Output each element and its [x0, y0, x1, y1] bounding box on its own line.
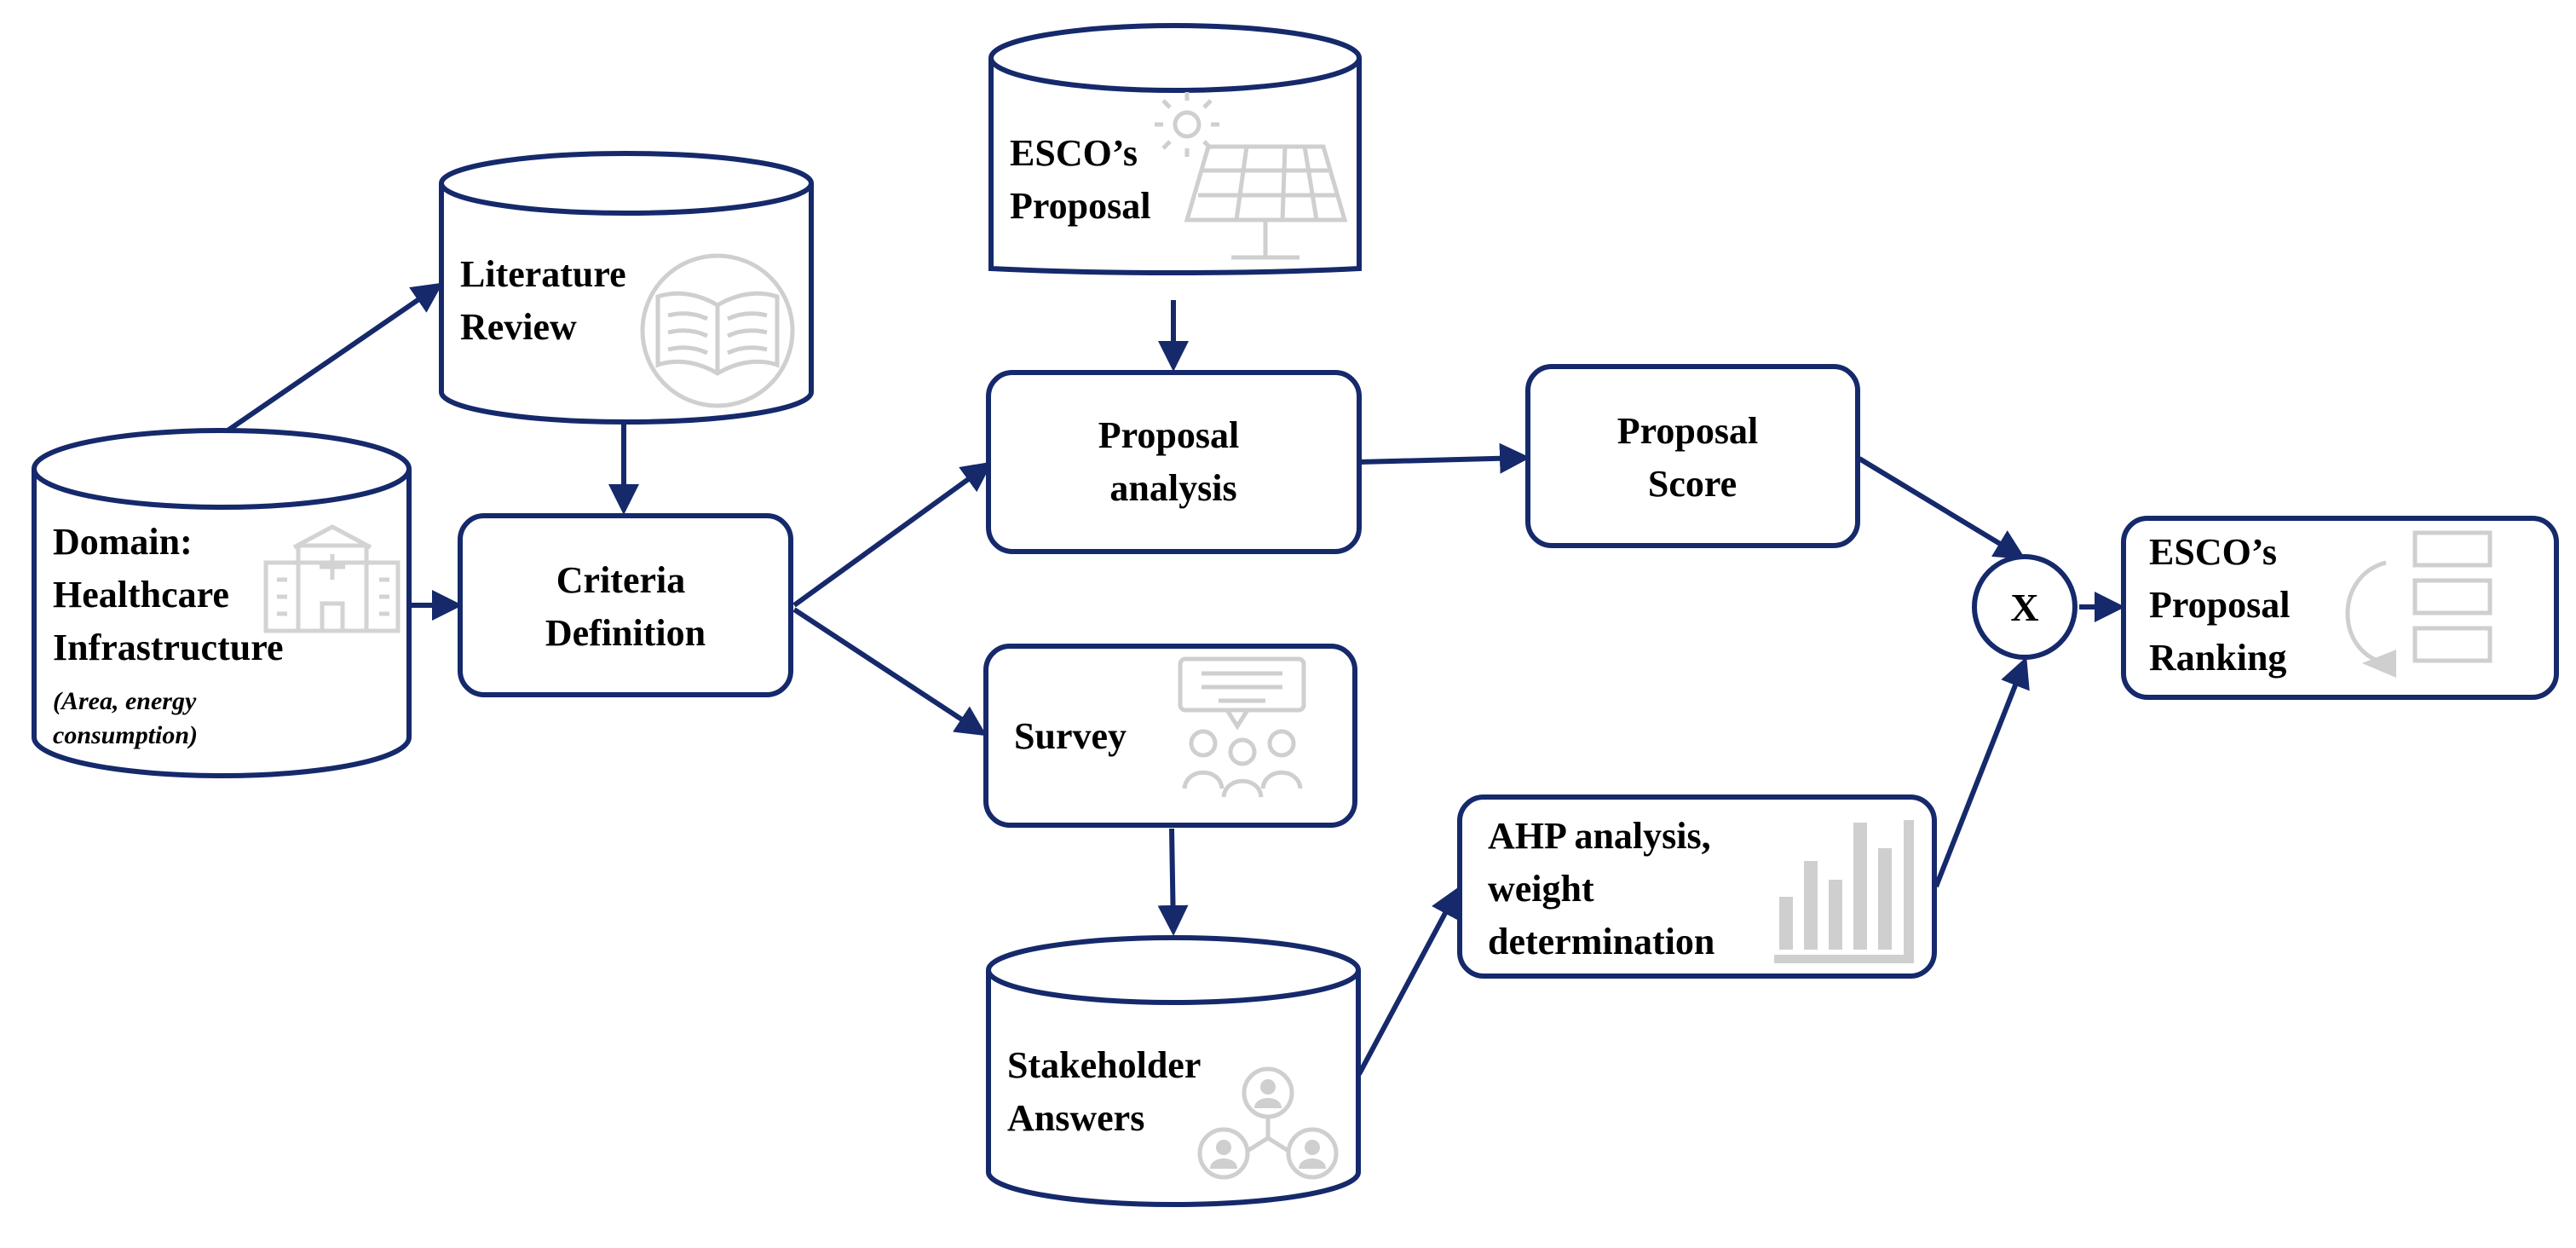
domain-node: Domain: Healthcare Infrastructure (Area,…	[32, 428, 412, 778]
edge-criteria-to-analysis	[792, 461, 993, 608]
edge-domain-to-literature	[220, 282, 443, 437]
book-icon	[640, 253, 795, 408]
edge-score-to-multiply	[1858, 456, 2026, 560]
proposal-analysis-node: Proposal analysis	[986, 370, 1362, 554]
stakeholder-answers-node: Stakeholder Answers	[986, 935, 1361, 1207]
criteria-definition-node: Criteria Definition	[458, 513, 793, 697]
hospital-icon	[263, 524, 401, 633]
solar-panel-icon	[1155, 92, 1348, 260]
ahp-analysis-label: AHP analysis, weight determination	[1488, 815, 1720, 962]
proposal-score-node: Proposal Score	[1525, 364, 1860, 548]
esco-proposal-label: ESCO’s Proposal	[1010, 132, 1150, 227]
survey-group-icon	[1178, 656, 1306, 798]
stakeholder-network-icon	[1197, 1066, 1339, 1180]
stakeholder-answers-label: Stakeholder Answers	[1007, 1044, 1210, 1139]
survey-label: Survey	[1014, 715, 1127, 757]
edges	[220, 282, 2125, 1076]
ranking-node: ESCO’s Proposal Ranking	[2121, 516, 2559, 700]
edge-criteria-to-survey	[792, 607, 988, 737]
edge-stakeholder-to-ahp	[1357, 886, 1460, 1076]
domain-subtitle: (Area, energy consumption)	[53, 687, 203, 749]
literature-review-node: Literature Review	[439, 151, 814, 425]
ranking-list-icon	[2345, 530, 2492, 678]
criteria-definition-label: Criteria Definition	[545, 559, 706, 654]
edge-ahp-to-multiply	[1933, 656, 2030, 888]
literature-review-label: Literature Review	[460, 253, 636, 348]
proposal-analysis-label: Proposal analysis	[1098, 414, 1248, 509]
esco-proposal-node: ESCO’s Proposal	[988, 23, 1362, 276]
edge-analysis-to-score	[1358, 442, 1530, 474]
multiply-node: X	[1972, 554, 2078, 660]
domain-title: Domain: Healthcare Infrastructure	[53, 521, 283, 668]
ahp-analysis-node: AHP analysis, weight determination	[1457, 794, 1937, 979]
edge-survey-to-stakeholder	[1157, 828, 1189, 936]
multiply-symbol: X	[2010, 586, 2038, 629]
proposal-score-label: Proposal Score	[1617, 410, 1767, 505]
ranking-label: ESCO’s Proposal Ranking	[2149, 531, 2299, 679]
bar-chart-icon	[1774, 820, 1914, 963]
survey-node: Survey	[983, 644, 1357, 828]
